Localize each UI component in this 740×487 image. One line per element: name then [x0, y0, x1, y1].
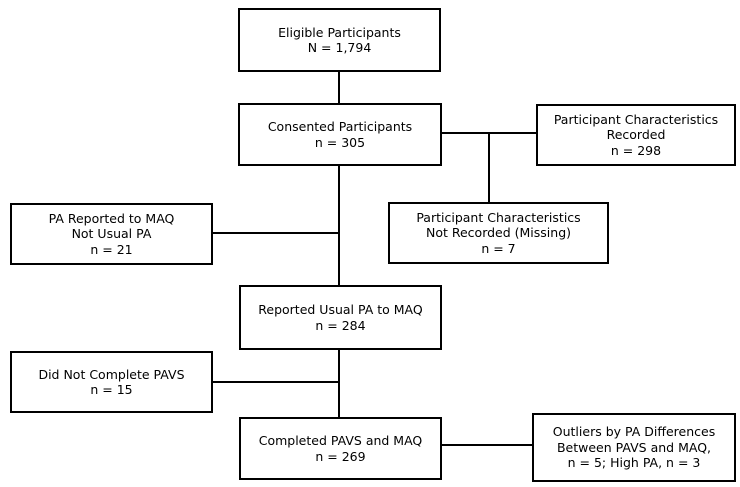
box-text-line: Not Recorded (Missing) — [425, 225, 572, 241]
box-text-line: Eligible Participants — [278, 24, 401, 40]
box-text-line: n = 5; High PA, n = 3 — [567, 455, 701, 471]
box-text-line: n = 21 — [90, 241, 133, 257]
box-text-line: n = 269 — [315, 448, 366, 464]
connector-eligible-to-consented — [338, 72, 340, 104]
box-text-line: n = 305 — [314, 134, 366, 150]
flow-box-completed-pavs-maq: Completed PAVS and MAQ n = 269 — [239, 417, 442, 480]
flow-box-reported-usual-pa: Reported Usual PA to MAQ n = 284 — [239, 285, 442, 350]
connector-did-not-complete-pavs-branch — [211, 381, 339, 383]
connector-pa-not-usual-branch — [211, 232, 339, 234]
flow-box-pa-not-usual: PA Reported to MAQ Not Usual PA n = 21 — [10, 203, 213, 265]
box-text-line: Not Usual PA — [71, 226, 152, 242]
box-text-line: Did Not Complete PAVS — [38, 366, 185, 382]
flow-box-outliers: Outliers by PA Differences Between PAVS … — [532, 413, 736, 482]
box-text-line: Participant Characteristics — [416, 209, 581, 225]
box-text-line: PA Reported to MAQ — [48, 210, 175, 226]
flow-box-eligible: Eligible Participants N = 1,794 — [238, 8, 441, 72]
box-text-line: Reported Usual PA to MAQ — [258, 302, 423, 317]
box-text-line: n = 284 — [315, 317, 366, 333]
connector-completed-to-outliers — [440, 444, 532, 446]
box-text-line: Consented Participants — [267, 119, 413, 134]
box-text-line: Between PAVS and MAQ, — [556, 439, 712, 455]
flow-box-did-not-complete-pavs: Did Not Complete PAVS n = 15 — [10, 351, 213, 413]
box-text-line: n = 15 — [90, 382, 133, 397]
box-text-line: Outliers by PA Differences — [552, 424, 716, 440]
flow-box-characteristics-missing: Participant Characteristics Not Recorded… — [388, 202, 609, 264]
flow-box-consented: Consented Participants n = 305 — [238, 103, 442, 166]
box-text-line: N = 1,794 — [307, 40, 372, 55]
flow-box-characteristics-recorded: Participant Characteristics Recorded n =… — [536, 104, 736, 166]
connector-reported-to-completed — [338, 349, 340, 417]
box-text-line: Participant Characteristics — [553, 111, 719, 127]
box-text-line: n = 7 — [481, 240, 516, 256]
box-text-line: Completed PAVS and MAQ — [258, 433, 423, 448]
box-text-line: Recorded — [606, 127, 666, 143]
connector-branch-to-missing — [488, 132, 490, 202]
connector-consented-to-reported — [338, 165, 340, 285]
box-text-line: n = 298 — [610, 142, 662, 158]
